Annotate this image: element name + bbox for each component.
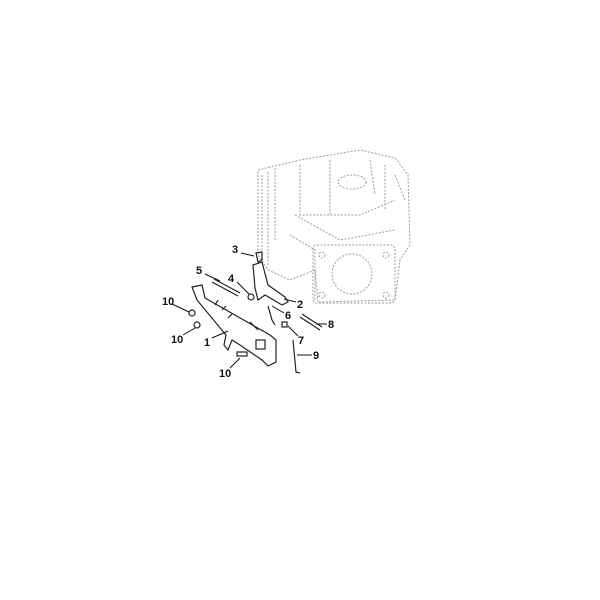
governor-bracket [191, 284, 277, 367]
callout-labels: 3 5 4 10 10 1 10 2 6 8 7 9 [162, 244, 334, 380]
nut-part-4 [247, 293, 255, 301]
callout-10c: 10 [219, 368, 231, 380]
callout-4: 4 [228, 273, 235, 285]
screw-part-10c [236, 351, 248, 357]
callout-9: 9 [313, 350, 319, 362]
rod-part-9 [292, 339, 301, 374]
screw-part-10b [193, 321, 201, 329]
callout-7: 7 [298, 335, 304, 347]
screw-part-10a [188, 309, 196, 317]
bolt-part-3 [255, 251, 263, 263]
spring-part-8 [299, 313, 323, 331]
engine-block [257, 149, 411, 304]
spring-part-5 [211, 278, 241, 297]
callout-6: 6 [285, 310, 291, 322]
callout-1: 1 [204, 337, 210, 349]
callout-5: 5 [196, 265, 202, 277]
bushing-part-7 [281, 321, 288, 328]
link-rod-part-6 [267, 305, 276, 326]
leader-lines [171, 252, 327, 369]
callout-10b: 10 [171, 334, 183, 346]
callout-10a: 10 [162, 296, 174, 308]
callout-2: 2 [297, 299, 303, 311]
callout-8: 8 [328, 319, 334, 331]
governor-lever [252, 261, 289, 306]
callout-3: 3 [232, 244, 238, 256]
